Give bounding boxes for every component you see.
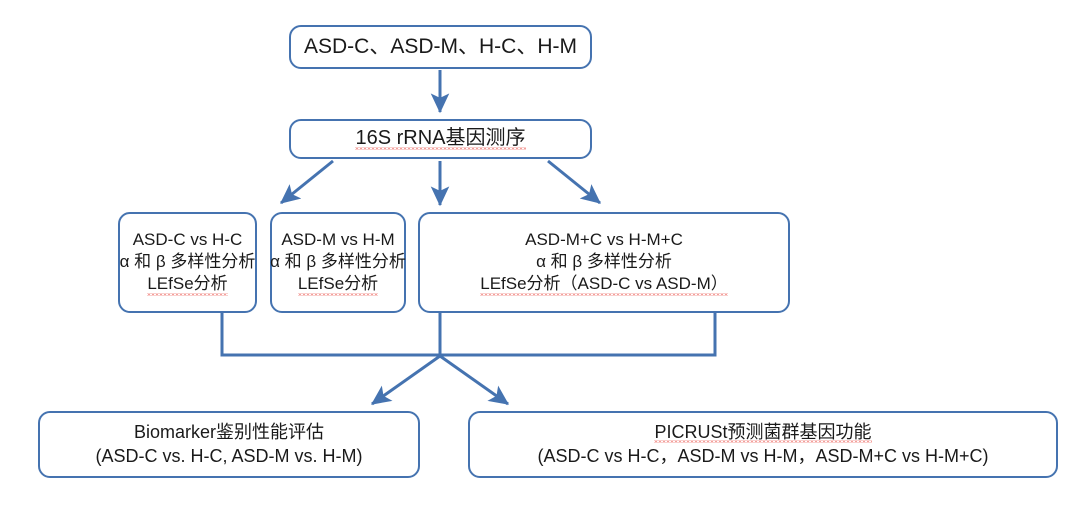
node-compare-m-line-3: LEfSe分析	[297, 272, 379, 296]
node-sequencing[interactable]: 16S rRNA基因测序	[289, 119, 592, 159]
node-picrust[interactable]: PICRUSt预测菌群基因功能 (ASD-C vs H-C，ASD-M vs H…	[468, 411, 1058, 478]
node-compare-c-line-2: α 和 β 多样性分析	[119, 252, 256, 272]
node-groups[interactable]: ASD-C、ASD-M、H-C、H-M	[289, 25, 592, 69]
spell-underline: 16S rRNA基因测序	[355, 127, 526, 150]
connector-sequencing-to-compare-mc	[547, 159, 601, 205]
node-compare-mc-line-2: α 和 β 多样性分析	[536, 252, 672, 272]
node-biomarker[interactable]: Biomarker鉴别性能评估 (ASD-C vs. H-C, ASD-M vs…	[38, 411, 420, 478]
node-groups-line-1: ASD-C、ASD-M、H-C、H-M	[304, 34, 577, 58]
node-sequencing-line-1: 16S rRNA基因测序	[355, 126, 526, 152]
node-compare-c[interactable]: ASD-C vs H-C α 和 β 多样性分析 LEfSe分析	[118, 212, 257, 313]
node-compare-mc[interactable]: ASD-M+C vs H-M+C α 和 β 多样性分析 LEfSe分析（ASD…	[418, 212, 790, 313]
node-compare-mc-line-3: LEfSe分析（ASD-C vs ASD-M）	[480, 272, 728, 296]
node-compare-c-line-3: LEfSe分析	[147, 272, 228, 296]
node-picrust-line-1: PICRUSt预测菌群基因功能	[654, 421, 872, 444]
node-compare-m-line-2: α 和 β 多样性分析	[270, 252, 406, 272]
node-compare-c-line-1: ASD-C vs H-C	[132, 230, 243, 250]
connector-bus-to-biomarker	[371, 354, 441, 406]
connector-bus-bracket	[220, 313, 717, 357]
node-picrust-line-2: (ASD-C vs H-C，ASD-M vs H-M，ASD-M+C vs H-…	[537, 445, 989, 466]
node-compare-m-line-1: ASD-M vs H-M	[281, 230, 395, 250]
connector-bus-to-picrust	[439, 354, 509, 406]
node-compare-mc-line-1: ASD-M+C vs H-M+C	[525, 230, 683, 250]
node-biomarker-line-2: (ASD-C vs. H-C, ASD-M vs. H-M)	[95, 445, 363, 466]
node-biomarker-line-1: Biomarker鉴别性能评估	[133, 422, 325, 443]
node-compare-m[interactable]: ASD-M vs H-M α 和 β 多样性分析 LEfSe分析	[270, 212, 406, 313]
connector-sequencing-to-compare-c	[280, 159, 334, 205]
spell-underline: PICRUSt预测菌群基因功能	[654, 422, 872, 443]
